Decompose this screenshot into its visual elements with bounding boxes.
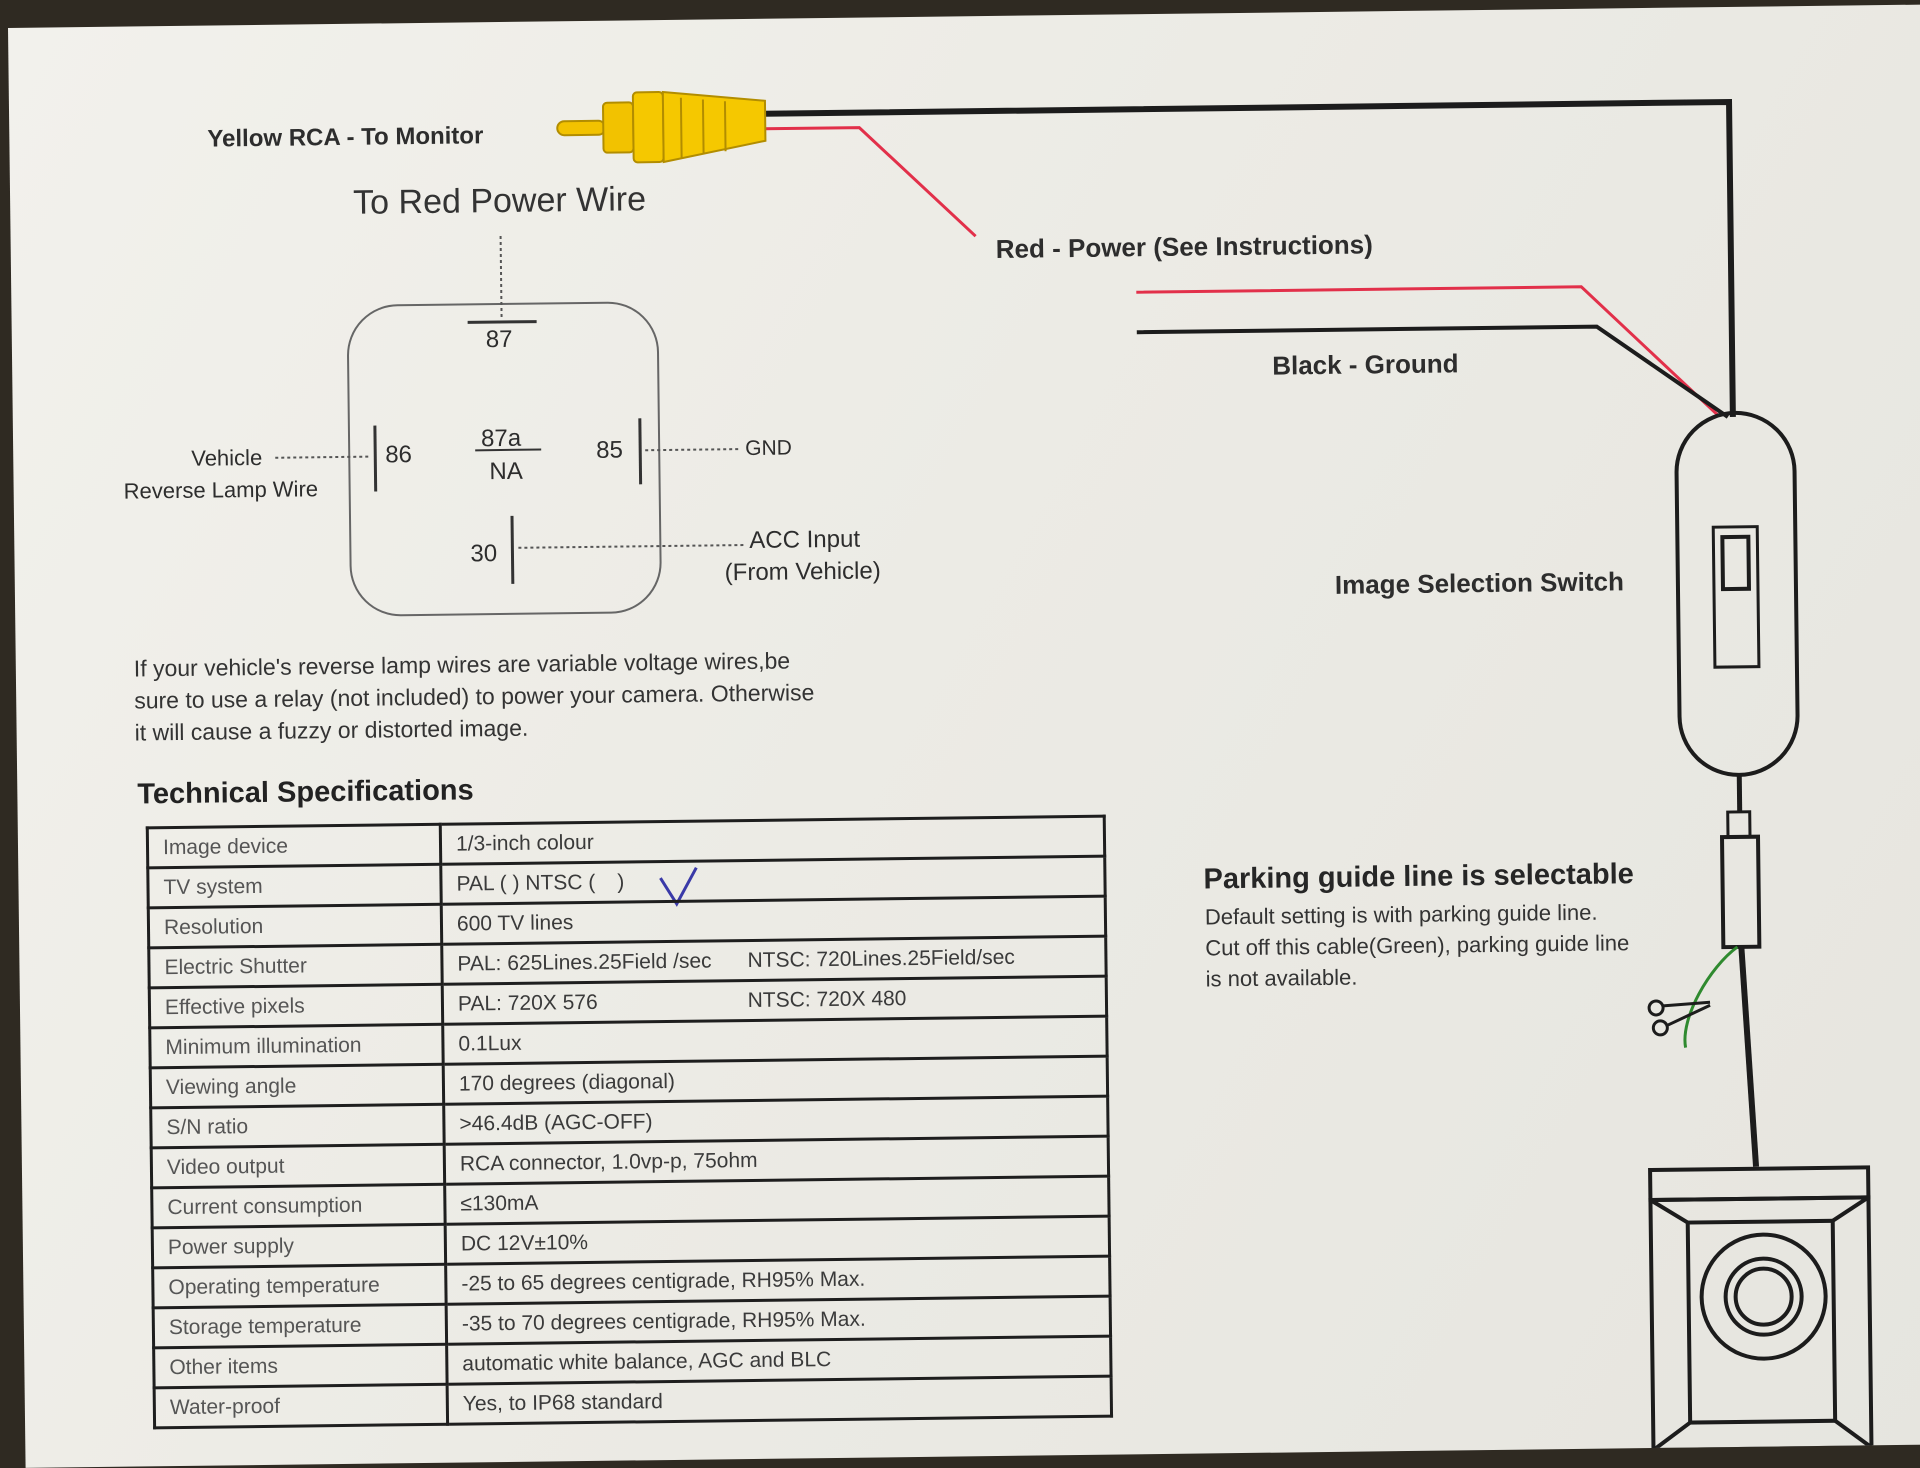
pin-87: 87 [486, 326, 513, 354]
vehicle-label: Vehicle [191, 445, 262, 472]
parking-guide-title: Parking guide line is selectable [1203, 858, 1634, 896]
spec-value-text: 1/3-inch colour [456, 830, 594, 855]
spec-key: Storage temperature [153, 1304, 446, 1348]
pin-85: 85 [596, 437, 623, 465]
pin-30: 30 [470, 540, 497, 568]
spec-key: TV system [148, 864, 441, 908]
camera-cable [1741, 947, 1756, 1167]
spec-value-text: 0.1Lux [458, 1031, 521, 1055]
spec-key: Viewing angle [150, 1064, 443, 1108]
spec-value-text: PAL ( ) NTSC ( [456, 870, 595, 895]
spec-value-text-2: NTSC: 720X 480 [748, 987, 907, 1012]
acc-from-vehicle-label: (From Vehicle) [725, 557, 881, 587]
spec-value-text: Yes, to IP68 standard [463, 1390, 663, 1415]
pin-87a: 87a [481, 425, 521, 453]
spec-key: Other items [154, 1344, 447, 1388]
spec-value-text: >46.4dB (AGC-OFF) [459, 1110, 652, 1135]
spec-key: Effective pixels [149, 984, 442, 1028]
gap [598, 1007, 748, 1009]
spec-value-text: ≤130mA [460, 1191, 538, 1215]
to-red-power-label: To Red Power Wire [353, 180, 646, 223]
reverse-lamp-label: Reverse Lamp Wire [124, 476, 319, 504]
spec-key: Operating temperature [153, 1264, 446, 1308]
spec-value-text-2: NTSC: 720Lines.25Field/sec [747, 945, 1015, 971]
spec-key: Electric Shutter [149, 944, 442, 988]
yellow-rca-label: Yellow RCA - To Monitor [207, 122, 483, 153]
parking-guide-line: Default setting is with parking guide li… [1205, 896, 1629, 932]
spec-value-text: 600 TV lines [457, 911, 574, 935]
spec-value-text: DC 12V±10% [461, 1231, 588, 1256]
yellow-rca-plug-icon [557, 91, 766, 164]
red-power-lead [764, 126, 975, 239]
gnd-label: GND [745, 436, 792, 461]
connector-tip [1728, 812, 1750, 837]
pin-86: 86 [385, 441, 412, 469]
instruction-sheet: Yellow RCA - To Monitor To Red Power Wir… [8, 4, 1920, 1467]
scissors-icon [1649, 1000, 1710, 1035]
parking-guide-line: is not available. [1206, 958, 1630, 994]
spec-value-text: automatic white balance, AGC and BLC [462, 1348, 831, 1376]
spec-value-text: PAL: 625Lines.25Field /sec [457, 949, 711, 975]
spec-value: Yes, to IP68 standard [447, 1376, 1111, 1424]
pin-na: NA [489, 458, 523, 486]
spec-key: Resolution [148, 904, 441, 948]
spec-value-text: 170 degrees (diagonal) [459, 1069, 675, 1095]
parking-guide-line: Cut off this cable(Green), parking guide… [1205, 927, 1629, 963]
spec-key: Image device [147, 824, 440, 868]
red-power-label: Red - Power (See Instructions) [996, 229, 1373, 265]
spec-key: Minimum illumination [150, 1024, 443, 1068]
spec-value-text: -25 to 65 degrees centigrade, RH95% Max. [461, 1267, 865, 1295]
spec-value-text: -35 to 70 degrees centigrade, RH95% Max. [462, 1307, 866, 1335]
spec-value-text-2: ) [617, 870, 624, 893]
video-cable [764, 102, 1733, 429]
spec-key: Current consumption [152, 1184, 445, 1228]
spec-key: Water-proof [154, 1384, 447, 1428]
acc-input-label: ACC Input [749, 526, 860, 555]
spec-value-text: PAL: 720X 576 [458, 990, 598, 1015]
spec-key: S/N ratio [151, 1104, 444, 1148]
switch-box [1676, 412, 1798, 775]
image-selection-switch-icon [1713, 527, 1759, 668]
spec-key: Video output [151, 1144, 444, 1188]
parking-guide-text: Default setting is with parking guide li… [1205, 896, 1630, 994]
switch-knob [1722, 537, 1749, 589]
camera-icon [1650, 1167, 1871, 1450]
guide-line-connector [1722, 837, 1759, 947]
spec-key: Power supply [152, 1224, 445, 1268]
black-ground-label: Black - Ground [1272, 348, 1459, 381]
image-switch-label: Image Selection Switch [1335, 566, 1624, 601]
spec-value-text: RCA connector, 1.0vp-p, 75ohm [460, 1148, 758, 1175]
specs-title: Technical Specifications [137, 774, 474, 811]
green-cable [1684, 947, 1739, 1048]
relay-note: If your vehicle's reverse lamp wires are… [134, 644, 815, 748]
